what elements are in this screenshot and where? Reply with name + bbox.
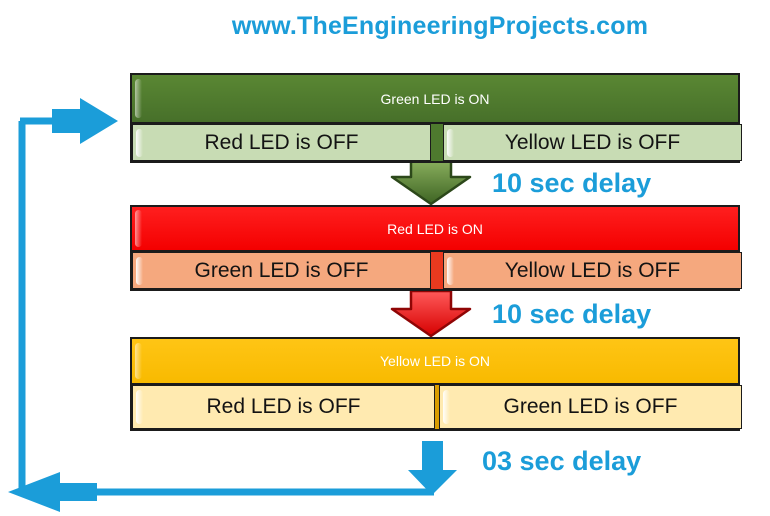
cell-yellow-off: Yellow LED is OFF (443, 124, 742, 161)
site-title: www.TheEngineeringProjects.com (231, 12, 649, 40)
bevel-highlight (135, 342, 142, 380)
red-on-label: Red LED is ON (387, 220, 483, 237)
cell-label: Red LED is OFF (204, 130, 359, 154)
loop-right-arrowhead (52, 98, 118, 144)
delay-label-after-red: 10 sec delay (492, 299, 652, 329)
yellow-state-block: Yellow LED is ON Red LED is OFF Green LE… (130, 337, 742, 431)
green-state-block: Green LED is ON Red LED is OFF Yellow LE… (130, 73, 742, 163)
green-down-arrow (390, 157, 472, 206)
yellow-on-label: Yellow LED is ON (380, 353, 490, 369)
cell-red-off: Red LED is OFF (132, 385, 435, 429)
red-state-block: Red LED is ON Green LED is OFF Yellow LE… (130, 205, 742, 291)
cell-red-off: Red LED is OFF (132, 124, 431, 161)
bevel-highlight (443, 390, 450, 424)
green-on-header: Green LED is ON (132, 75, 738, 122)
cell-label: Yellow LED is OFF (504, 130, 681, 154)
bevel-highlight (447, 128, 454, 157)
cell-green-off: Green LED is OFF (439, 385, 742, 429)
bevel-highlight (136, 128, 143, 157)
bevel-highlight (447, 256, 454, 285)
cell-label: Yellow LED is OFF (504, 258, 681, 282)
cell-label: Red LED is OFF (206, 395, 361, 418)
loop-left-arrowhead (8, 472, 97, 512)
bevel-highlight (136, 390, 143, 424)
green-on-label: Green LED is ON (380, 90, 490, 107)
green-off-row: Red LED is OFF Yellow LED is OFF (132, 122, 742, 161)
delay-label-after-green: 10 sec delay (492, 168, 652, 198)
cell-label: Green LED is OFF (194, 258, 369, 282)
cell-label: Green LED is OFF (503, 395, 678, 418)
blue-down-arrow (408, 441, 457, 495)
red-down-arrow (390, 289, 472, 338)
red-off-row: Green LED is OFF Yellow LED is OFF (132, 250, 742, 289)
bevel-highlight (135, 78, 142, 119)
yellow-off-row: Red LED is OFF Green LED is OFF (132, 383, 742, 429)
bevel-highlight (136, 256, 143, 285)
red-on-header: Red LED is ON (132, 207, 738, 250)
cell-yellow-off: Yellow LED is OFF (443, 252, 742, 289)
delay-label-after-yellow: 03 sec delay (482, 446, 642, 476)
cell-green-off: Green LED is OFF (132, 252, 431, 289)
bevel-highlight (135, 210, 142, 247)
yellow-on-header: Yellow LED is ON (132, 339, 738, 383)
